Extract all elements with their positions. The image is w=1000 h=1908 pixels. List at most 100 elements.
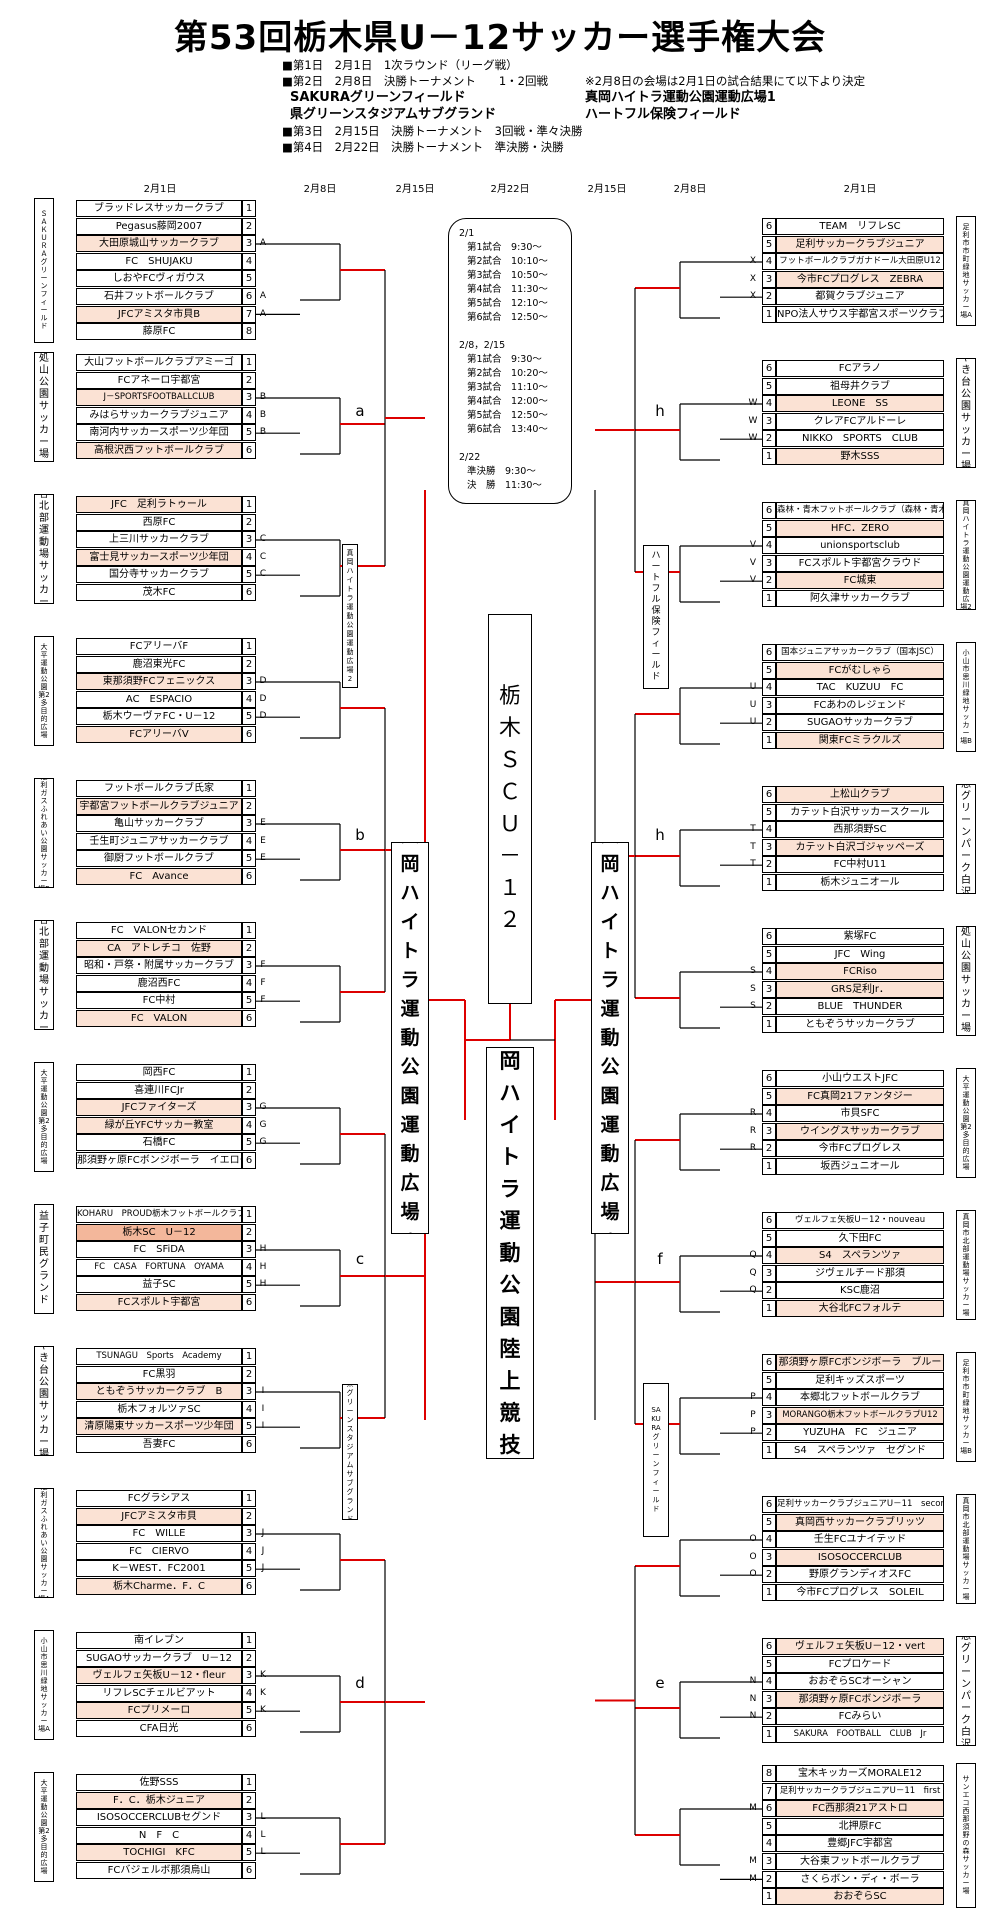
- group-letter: K: [260, 1705, 266, 1716]
- team-name: しおやFCヴィガウス: [76, 270, 242, 288]
- team-name: 壬生町ジュニアサッカークラブ: [76, 832, 242, 850]
- team-name: 森林・青木フットボールクラブ（森林・青木FC）: [776, 502, 944, 519]
- schedule-line: 第4試合 12:00～: [467, 396, 548, 407]
- venue-label: けやき台公園サッカー場B: [956, 358, 976, 468]
- group-letter: K: [260, 1670, 266, 1681]
- team-name: 大谷東フットボールクラブ: [776, 1853, 944, 1870]
- venue-label-text: けやき台公園サッカー場B: [961, 358, 971, 468]
- left-semifinal-venue-box: 真岡ハイトラ運動公園運動広場１: [391, 842, 429, 1234]
- group-letter: U: [749, 717, 757, 728]
- venue-box-right-lower: SAKURAグリーンフィールド: [643, 1383, 669, 1537]
- group-letter: F: [260, 995, 266, 1006]
- schedule-line: 第2試合 10:20～: [467, 368, 548, 379]
- team-rank: 2: [242, 217, 256, 235]
- schedule-line: 決 勝 11:30～: [467, 480, 542, 491]
- team-rank: 2: [762, 998, 776, 1016]
- team-rank: 5: [762, 945, 776, 963]
- team-rank: 3: [242, 1099, 256, 1117]
- team-rank: 1: [762, 1442, 776, 1459]
- team-name: FCがむしゃら: [776, 661, 944, 679]
- team-name: TEAM リフレSC: [776, 218, 944, 235]
- team-name: JFC Wing: [776, 945, 944, 963]
- venue-label: 真岡市北部運動場サッカー場: [956, 1210, 976, 1320]
- team-rank: 1: [762, 732, 776, 749]
- team-name: FC CIERVO: [76, 1542, 242, 1560]
- group-letter: F: [260, 977, 266, 988]
- team-name: 足利サッカークラブジュニアU－11 second: [776, 1496, 944, 1513]
- team-rank: 3: [242, 235, 256, 253]
- venue-label-text: 足利ガスふれあい公園サッカー場B: [38, 779, 50, 887]
- group-letter: Q: [749, 1250, 757, 1261]
- group-letter: S: [750, 983, 756, 994]
- team-name: ISOSOCCERCLUB: [776, 1548, 944, 1566]
- team-name: SUGAOサッカークラブ: [776, 714, 944, 732]
- team-name: 今市FCプログレス: [776, 1140, 944, 1158]
- team-rank: 5: [242, 1418, 256, 1436]
- team-name: CA アトレチコ 佐野: [76, 939, 242, 957]
- team-rank: 4: [762, 395, 776, 413]
- team-name: 西原FC: [76, 513, 242, 531]
- team-name: 国本ジュニアサッカークラブ（国本JSC）: [776, 644, 944, 661]
- team-name: ヴェルフェ矢板U－12・fleur: [76, 1667, 242, 1685]
- header-left-day1: 2月1日: [143, 184, 177, 195]
- schedule-line: [459, 325, 565, 339]
- team-name: ヴェルフェ矢板U－12・vert: [776, 1638, 944, 1655]
- team-name: リフレSCチェルビアット: [76, 1684, 242, 1702]
- group-letter: D: [259, 676, 267, 687]
- team-name: 益子SC: [76, 1276, 242, 1294]
- header-left-day2: 2月8日: [303, 184, 337, 195]
- schedule-line: 第5試合 12:10～: [467, 298, 548, 309]
- venue-label: 足利市市町緑地サッカー場B: [956, 1352, 976, 1462]
- team-rank: 1: [242, 1206, 256, 1223]
- schedule-line: 第3試合 11:10～: [467, 382, 548, 393]
- venue-label-text: 真岡ハイトラ運動公園運動広場2: [960, 500, 972, 610]
- team-rank: 4: [762, 537, 776, 555]
- team-name: 高根沢西フットボールクラブ: [76, 442, 242, 459]
- group-letter: C: [259, 569, 267, 580]
- team-name: 足利サッカークラブジュニアU－11 first: [776, 1782, 944, 1800]
- team-name: J－SPORTSFOOTBALLCLUB: [76, 389, 242, 407]
- team-rank: 4: [762, 1835, 776, 1853]
- team-rank: 4: [242, 1684, 256, 1702]
- team-rank: 1: [242, 1064, 256, 1081]
- team-name: SAKURA FOOTBALL CLUB Jr: [776, 1726, 944, 1743]
- team-rank: 3: [762, 412, 776, 430]
- team-name: YUZUHA FC ジュニア: [776, 1424, 944, 1442]
- group-letter: O: [749, 1569, 757, 1580]
- team-rank: 2: [762, 714, 776, 732]
- header-final-day: 2月22日: [490, 184, 530, 195]
- group-letter: E: [260, 853, 266, 864]
- venue-label: ＳＡＫＵＲＡグリーンフィールド: [34, 198, 54, 343]
- team-rank: 7: [242, 305, 256, 323]
- team-rank: 3: [242, 673, 256, 691]
- team-rank: 3: [762, 1264, 776, 1282]
- team-name: ウイングスサッカークラブ: [776, 1122, 944, 1140]
- team-rank: 2: [762, 1140, 776, 1158]
- team-name: おおぞらSC: [776, 1888, 944, 1906]
- team-rank: 2: [762, 288, 776, 306]
- info-day4: ■第4日 2月22日 決勝トーナメント 準決勝・決勝: [282, 140, 564, 154]
- team-name: FCアリーバF: [76, 638, 242, 655]
- group-letter: R: [749, 1108, 757, 1119]
- team-rank: 1: [762, 306, 776, 323]
- team-name: FCアネーロ宇都宮: [76, 371, 242, 389]
- group-letter: P: [750, 1409, 756, 1420]
- team-rank: 2: [242, 939, 256, 957]
- venue-label: 鬼怒グリーンパーク白沢A: [956, 784, 976, 894]
- team-rank: 4: [762, 1105, 776, 1123]
- team-name: FCプリメーロ: [76, 1702, 242, 1720]
- team-name: 那須野ヶ原FCボンジボーラ イエロー: [76, 1152, 242, 1169]
- group-letter: H: [259, 1244, 267, 1255]
- team-rank: 6: [242, 1862, 256, 1879]
- team-rank: 5: [762, 1655, 776, 1673]
- group-letter: V: [749, 575, 757, 586]
- group-letter: A: [259, 291, 267, 301]
- team-rank: 7: [762, 1782, 776, 1800]
- team-name: ともぞうサッカークラブ: [776, 1016, 944, 1033]
- venue-label: 大平運動公園第2多目的広場: [34, 1062, 54, 1172]
- team-rank: 1: [762, 1584, 776, 1601]
- group-letter: A: [259, 308, 267, 319]
- team-name: 亀山サッカークラブ: [76, 815, 242, 833]
- team-rank: 5: [242, 992, 256, 1010]
- champion-name: 栃木ＳＣ Ｕ－１２: [499, 684, 531, 933]
